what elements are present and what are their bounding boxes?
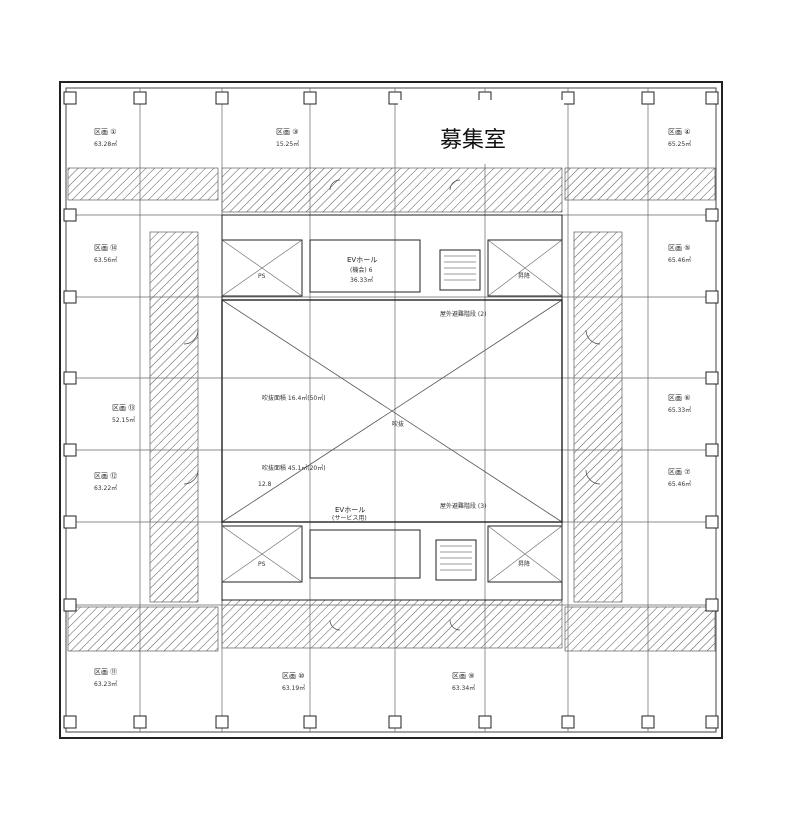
ev-hall-north-sub: (機会) 6 [350,266,373,274]
ev-hall-north-label: EVホール [347,256,377,264]
dim-12m: 12.8 [258,481,272,488]
vacancy-label: 募集室 [440,128,506,153]
unit-3-name: 区画 ③ [276,128,299,136]
unit-9-area: 63.34㎡ [452,684,475,692]
inner-outer-wall [65,87,717,733]
shaft-label-n: PS [258,273,266,280]
elev-label-s: 昇降 [518,560,530,568]
north-core [221,214,563,301]
unit-14-area: 63.56㎡ [94,256,117,264]
unit-10-name: 区画 ⑩ [282,672,305,680]
unit-4-name: 区画 ④ [668,128,691,136]
outer-wall [59,81,723,739]
ev-hall-north-area: 36.33㎡ [350,276,373,284]
stairs [440,255,476,571]
ev-hall-south-sub: (サービス用) [332,514,367,522]
unit-1-area: 63.28㎡ [94,140,117,148]
unit-13-name: 区画 ⑬ [112,404,135,412]
hatched-zones [67,167,716,652]
unit-1-name: 区画 ① [94,128,117,136]
unit-13-area: 52.15㎡ [112,416,135,424]
central-void: 吹抜 [221,299,563,523]
door-arcs [183,179,601,631]
unit-14-name: 区画 ⑭ [94,244,117,252]
unit-6-area: 65.33㎡ [668,406,691,414]
unit-10-area: 63.19㎡ [282,684,305,692]
unit-12-area: 63.22㎡ [94,484,117,492]
ev-hall-south-label: EVホール [335,506,365,514]
void-center-label: 吹抜 [392,420,404,428]
shaft-label-s: PS [258,561,266,568]
unit-5-name: 区画 ⑤ [668,244,691,252]
unit-11-area: 63.23㎡ [94,680,117,688]
south-core [221,521,563,601]
corridor-south-label: 屋外避難階段 (3) [440,502,486,510]
dim-note-1: 吹抜面積 16.4㎡(50㎡) [262,394,326,402]
vacancy-cell [398,100,564,164]
unit-7-name: 区画 ⑦ [668,468,691,476]
unit-5-area: 65.46㎡ [668,256,691,264]
unit-4-area: 65.25㎡ [668,140,691,148]
unit-11-name: 区画 ⑪ [94,668,117,676]
unit-labels: 区画 ① 63.28㎡ 区画 ③ 15.25㎡ 区画 ④ 65.25㎡ 区画 ⑭… [94,128,691,692]
unit-6-name: 区画 ⑥ [668,394,691,402]
corridor-north-label: 屋外避難階段 (2) [440,310,486,318]
unit-3-area: 15.25㎡ [276,140,299,148]
dim-note-2: 吹抜面積 45.1㎡(20㎡) [262,464,326,472]
columns [63,91,719,729]
unit-12-name: 区画 ⑫ [94,472,117,480]
elev-label-n: 昇降 [518,272,530,280]
unit-9-name: 区画 ⑨ [452,672,475,680]
unit-7-area: 65.46㎡ [668,480,691,488]
